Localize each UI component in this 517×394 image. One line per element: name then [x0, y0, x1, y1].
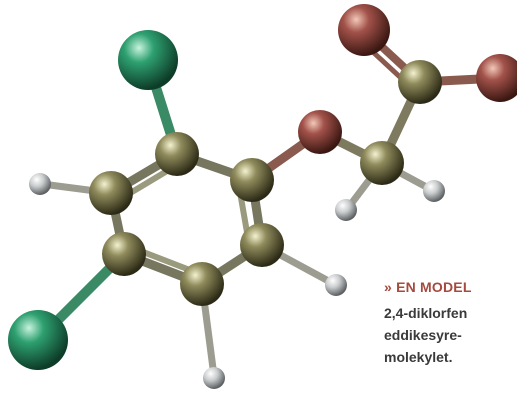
chlorine-atom [8, 310, 68, 370]
carbon-atom [102, 232, 146, 276]
caption-line: eddikesyre- [384, 327, 462, 343]
carbon-atom [240, 223, 284, 267]
figure-caption: » EN MODEL 2,4-diklorfen eddikesyre- mol… [384, 278, 517, 368]
oxygen-atom [476, 54, 517, 102]
carbon-atom [230, 158, 274, 202]
hydrogen-atom [335, 199, 357, 221]
atom-group [8, 4, 517, 389]
caption-line: 2,4-diklorfen [384, 305, 468, 321]
carbon-atom [180, 262, 224, 306]
oxygen-atom [298, 110, 342, 154]
caption-heading: » EN MODEL [384, 279, 472, 295]
oxygen-atom [338, 4, 390, 56]
carbon-atom [155, 132, 199, 176]
carbon-atom [398, 60, 442, 104]
carbon-atom [89, 171, 133, 215]
caption-line: molekylet. [384, 349, 453, 365]
hydrogen-atom [29, 173, 51, 195]
hydrogen-atom [203, 367, 225, 389]
hydrogen-atom [423, 180, 445, 202]
carbon-atom [360, 141, 404, 185]
bond [135, 247, 198, 275]
chlorine-atom [118, 30, 178, 90]
hydrogen-atom [325, 274, 347, 296]
